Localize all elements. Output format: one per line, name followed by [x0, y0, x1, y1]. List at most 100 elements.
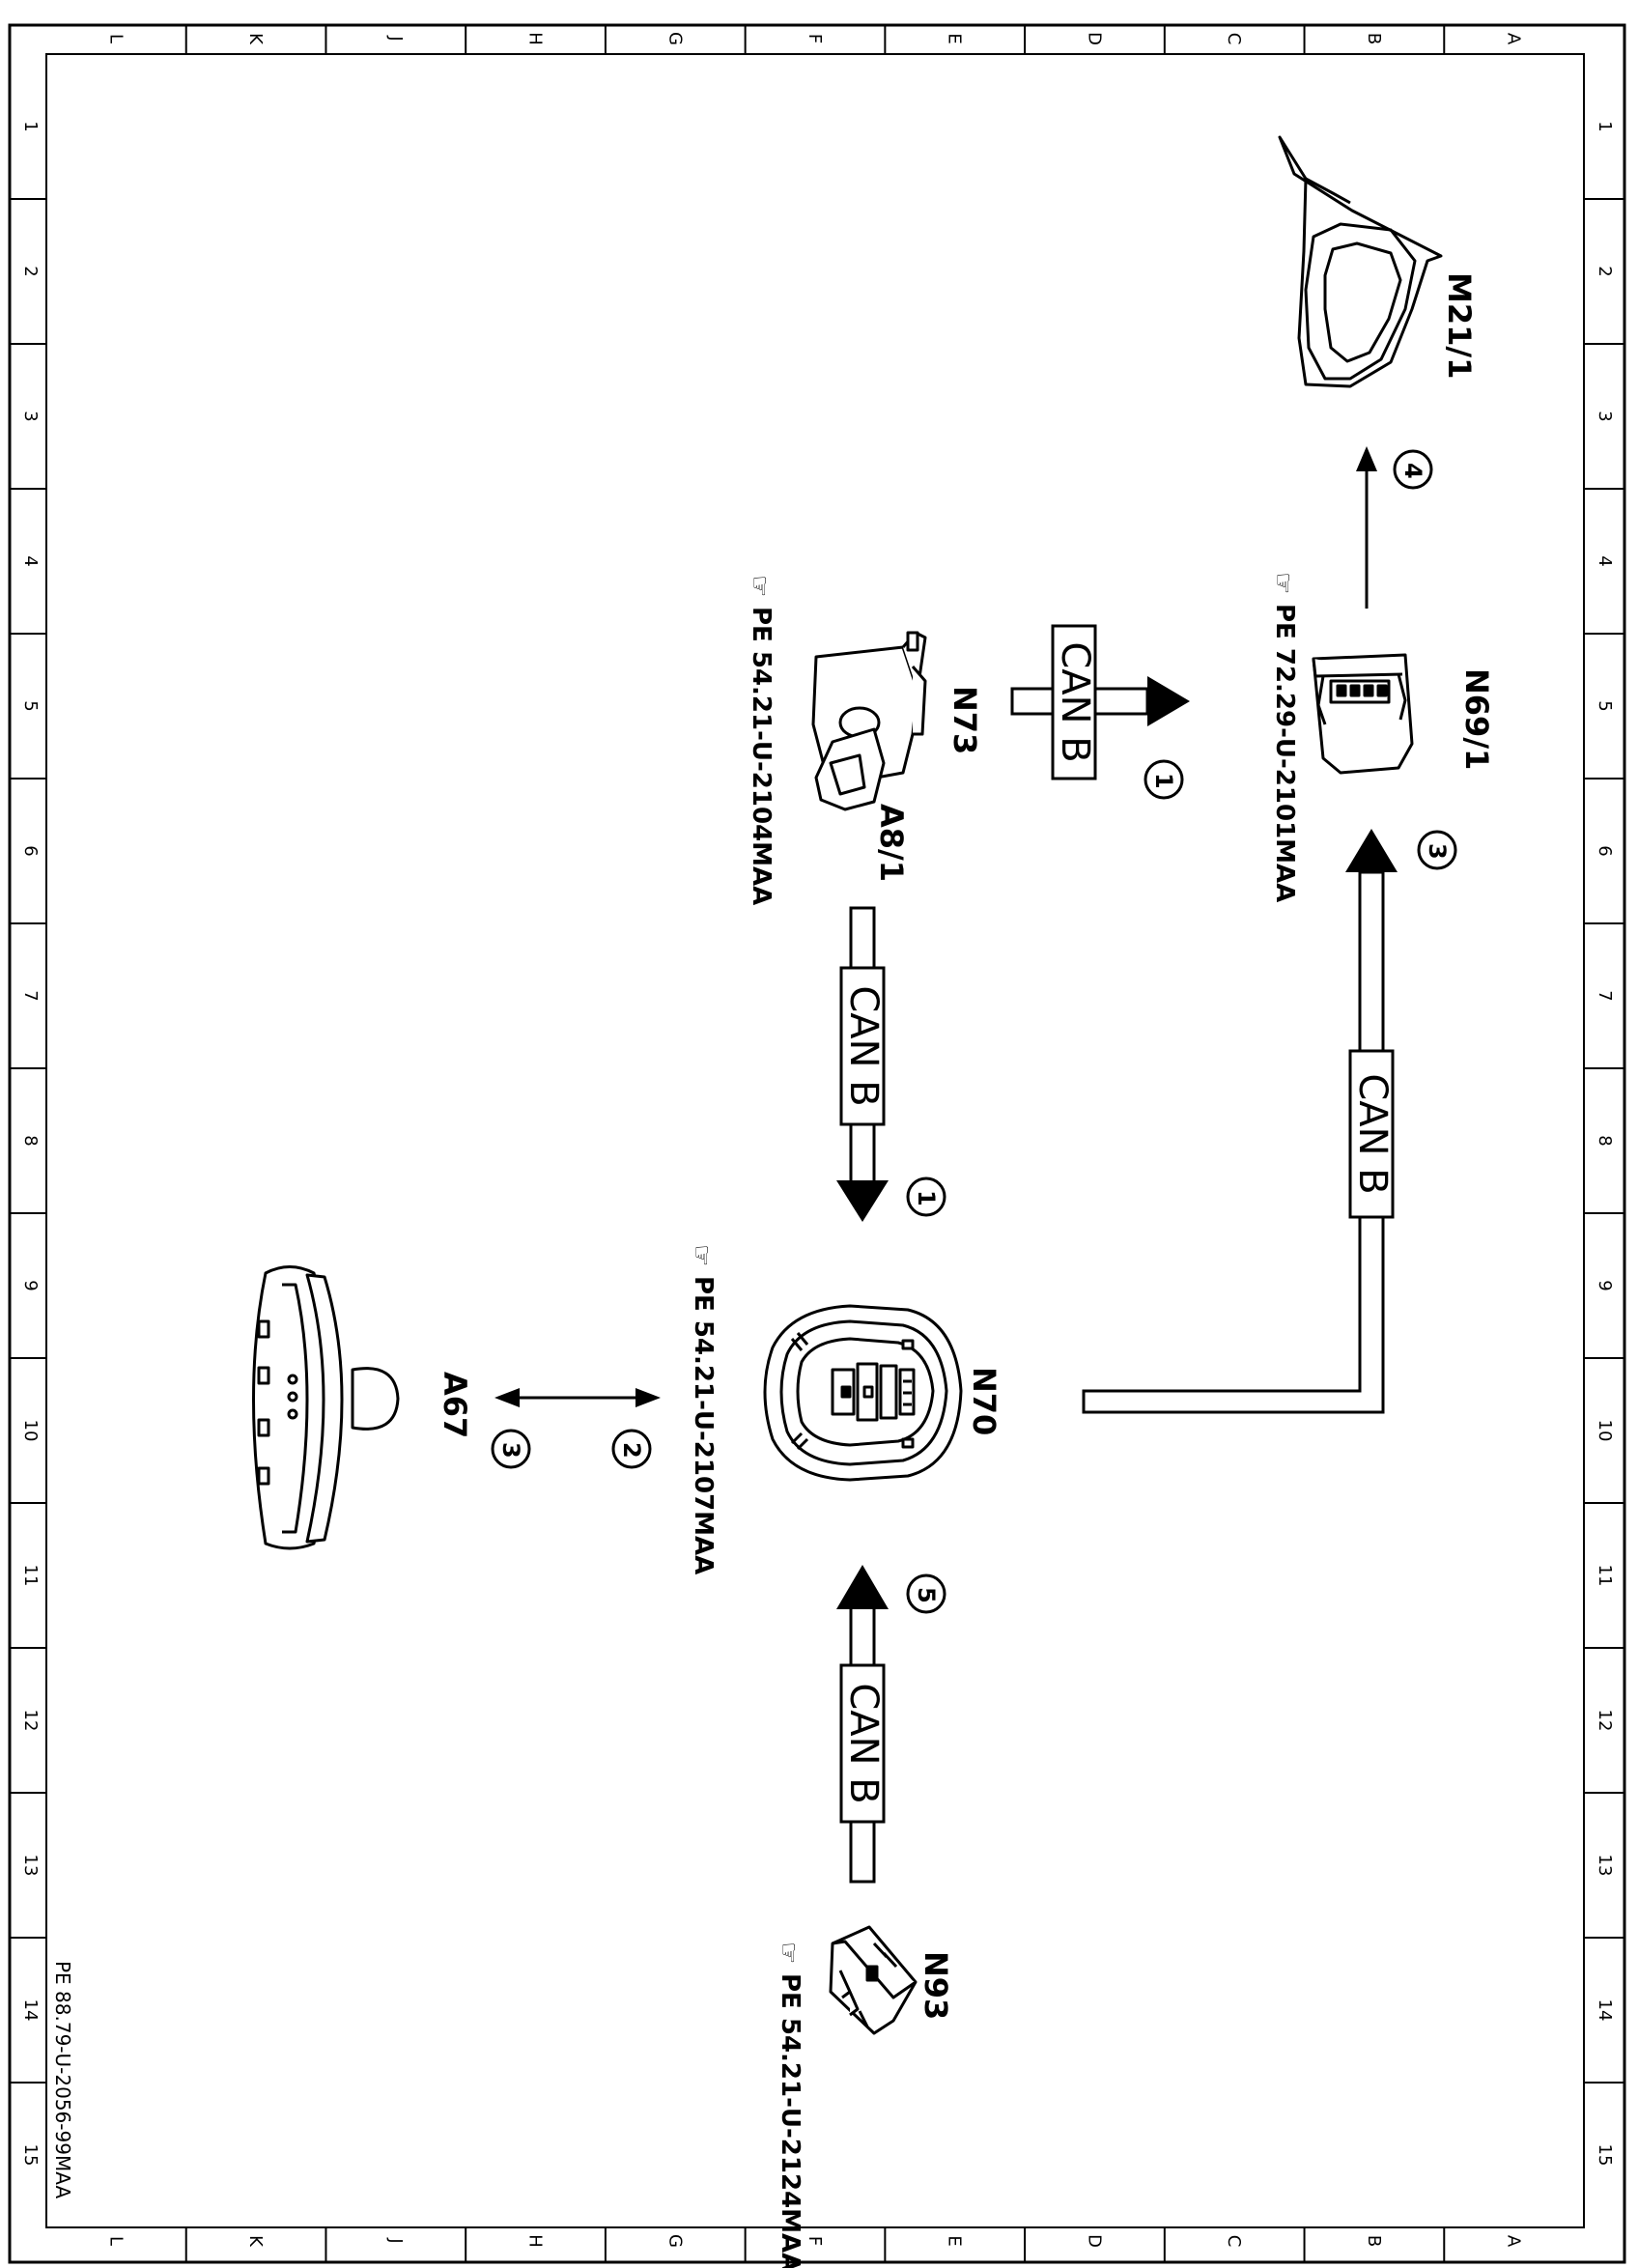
can-label: CAN B	[1053, 641, 1097, 762]
grid-row-label: 5	[20, 700, 41, 711]
svg-text:PE 54.21-U-2107MAA: PE 54.21-U-2107MAA	[689, 1276, 718, 1574]
grid-row-label: 3	[1595, 411, 1615, 421]
grid-row-label: 3	[20, 411, 41, 421]
svg-text:1: 1	[913, 1190, 940, 1206]
grid-row-label: 7	[1595, 990, 1615, 1001]
grid-row-label: 12	[20, 1710, 41, 1732]
svg-text:4: 4	[1399, 463, 1426, 479]
grid-col-label: B	[1364, 33, 1384, 44]
svg-text:3: 3	[1424, 843, 1451, 860]
grid-col-label: F	[805, 34, 825, 43]
grid-col-label: K	[245, 2235, 266, 2248]
grid-row-label: 9	[1595, 1280, 1615, 1290]
arrow-n69-to-m21	[1356, 446, 1377, 609]
can-label: CAN B	[841, 985, 886, 1106]
outer-frame	[8, 23, 1626, 2264]
n70-ref: ☞ PE 54.21-U-2107MAA	[687, 1244, 718, 1574]
arrow-n70-a67	[494, 1388, 661, 1407]
grid-row-label: 10	[1595, 1420, 1615, 1442]
a67-code-label: A67	[437, 1372, 473, 1438]
n69-ref: ☞ PE 72.29-U-2101MAA	[1268, 572, 1299, 902]
grid-col-label: A	[1504, 2235, 1524, 2248]
callout-2: 2	[611, 1429, 652, 1469]
grid-row-label: 14	[1595, 1999, 1615, 2022]
grid-row-label: 15	[1595, 2144, 1615, 2167]
grid-row-label: 2	[20, 266, 41, 276]
can-bus-n70-to-n69: CAN B	[1082, 829, 1398, 1414]
n93-code-label: N93	[918, 1951, 954, 2020]
grid-row-label: 7	[20, 990, 41, 1001]
n93-ref: ☞ PE 54.21-U-2124MAA	[774, 1942, 805, 2268]
grid-col-label: E	[945, 33, 965, 43]
grid-row-label: 15	[20, 2144, 41, 2167]
grid-row-label: 14	[20, 1999, 41, 2022]
callout-4: 4	[1393, 449, 1433, 490]
svg-text:PE 54.21-U-2104MAA: PE 54.21-U-2104MAA	[747, 607, 776, 905]
callout-5: 5	[906, 1573, 946, 1614]
grid-row-label: 5	[1595, 700, 1615, 711]
n73-code-label: N73	[946, 686, 983, 754]
m21-code-label: M21/1	[1441, 272, 1478, 379]
grid-col-label: L	[105, 2236, 126, 2246]
svg-text:3: 3	[497, 1442, 524, 1459]
grid-col-label: K	[245, 33, 266, 45]
grid-row-label: 13	[20, 1855, 41, 1877]
grid-row-label: 9	[20, 1280, 41, 1290]
svg-text:PE 54.21-U-2124MAA: PE 54.21-U-2124MAA	[776, 1973, 805, 2268]
n70-panel-drawing	[763, 1304, 963, 1482]
inner-frame	[45, 53, 1585, 2228]
n69-module-drawing	[1312, 653, 1414, 775]
can-bus-a8-to-n70: CAN B	[836, 906, 889, 1222]
can-label: CAN B	[1350, 1073, 1395, 1194]
grid-row-label: 1	[20, 121, 41, 131]
a8-code-label: A8/1	[873, 804, 910, 882]
grid-row-label: 8	[20, 1135, 41, 1146]
grid-col-label: H	[525, 32, 546, 45]
callout-1-top: 1	[1144, 759, 1184, 800]
grid-col-label: E	[945, 2235, 965, 2246]
grid-col-label: D	[1084, 32, 1104, 45]
grid-row-label: 6	[20, 845, 41, 856]
grid-col-label: F	[805, 2236, 825, 2246]
m21-mirror-drawing	[1278, 135, 1443, 388]
svg-text:5: 5	[913, 1587, 940, 1603]
grid-col-label: G	[664, 32, 685, 45]
grid-row-label: 1	[1595, 121, 1615, 131]
svg-text:☞: ☞	[687, 1244, 716, 1266]
n69-code-label: N69/1	[1458, 668, 1495, 770]
n70-code-label: N70	[966, 1367, 1003, 1435]
grid-col-label: J	[385, 35, 406, 41]
grid-col-label: D	[1084, 2234, 1104, 2248]
callout-3-right: 3	[1417, 830, 1457, 870]
grid-ticks	[10, 25, 1624, 2262]
grid-col-label: H	[525, 2234, 546, 2248]
drawing-number: PE 88.79-U-2056-99MAA	[51, 1961, 74, 2198]
grid-col-label: G	[664, 2234, 685, 2248]
can-bus-n93-to-n70: CAN B	[836, 1565, 889, 1884]
grid-row-label: 10	[20, 1420, 41, 1442]
grid-row-label: 12	[1595, 1710, 1615, 1732]
grid-row-label: 6	[1595, 845, 1615, 856]
grid-row-label: 11	[20, 1565, 41, 1587]
svg-text:☞: ☞	[1268, 572, 1297, 594]
grid-row-label: 8	[1595, 1135, 1615, 1146]
a67-mirror-drawing	[252, 1265, 400, 1550]
grid-row-label: 2	[1595, 266, 1615, 276]
grid-row-label: 4	[20, 555, 41, 566]
can-bus-n73-to-n69: CAN B	[1010, 624, 1190, 780]
svg-text:2: 2	[618, 1442, 645, 1459]
grid-col-label: C	[1224, 2235, 1244, 2248]
grid-col-label: L	[105, 34, 126, 43]
callout-1-mid: 1	[906, 1177, 946, 1217]
callout-3-left: 3	[491, 1429, 531, 1469]
grid-col-label: B	[1364, 2235, 1384, 2247]
can-label: CAN B	[841, 1683, 886, 1803]
grid-col-label: A	[1504, 33, 1524, 45]
grid-row-label: 4	[1595, 555, 1615, 566]
grid-row-label: 11	[1595, 1565, 1615, 1587]
svg-text:1: 1	[1150, 773, 1177, 789]
svg-text:☞: ☞	[774, 1942, 803, 1964]
grid-row-label: 13	[1595, 1855, 1615, 1877]
